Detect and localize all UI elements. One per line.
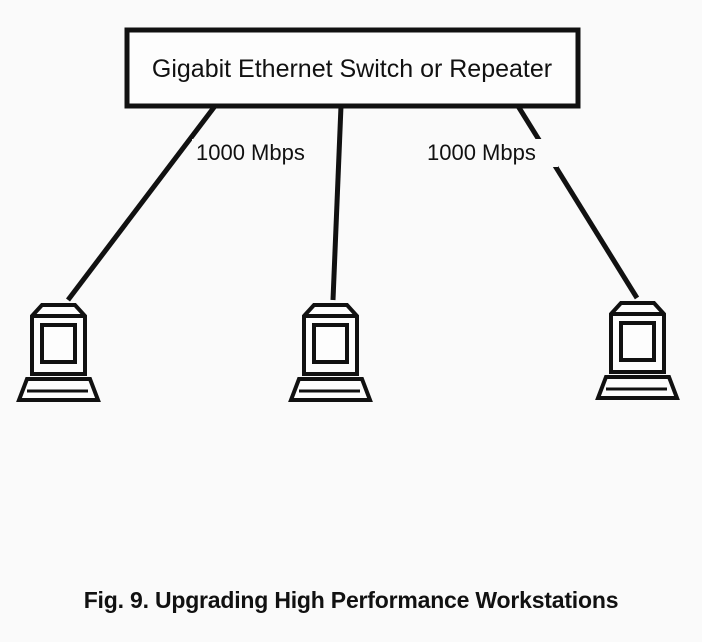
speed-label-left-group: 1000 Mbps — [192, 139, 330, 167]
monitor-screen-icon — [312, 323, 349, 364]
right-link-label: 1000 Mbps — [427, 140, 536, 165]
workstation-right[interactable] — [595, 301, 680, 400]
speed-label-right-group: 1000 Mbps — [424, 139, 558, 167]
left-label-backdrop — [192, 139, 330, 167]
monitor-screen-icon — [40, 323, 77, 364]
switch-box[interactable]: Gigabit Ethernet Switch or Repeater — [124, 27, 581, 109]
center-link-line — [330, 105, 344, 301]
left-link-line — [66, 104, 217, 302]
link-group — [66, 104, 640, 302]
figure-caption: Fig. 9. Upgrading High Performance Works… — [84, 587, 619, 613]
workstation-center[interactable] — [288, 303, 373, 402]
right-label-backdrop — [424, 139, 558, 167]
switch-box-label: Gigabit Ethernet Switch or Repeater — [152, 55, 552, 83]
switch-box-rect — [124, 27, 581, 109]
left-link-label: 1000 Mbps — [196, 140, 305, 165]
right-link-line — [515, 104, 640, 300]
monitor-screen-icon — [619, 321, 656, 362]
workstation-left[interactable] — [16, 303, 101, 402]
